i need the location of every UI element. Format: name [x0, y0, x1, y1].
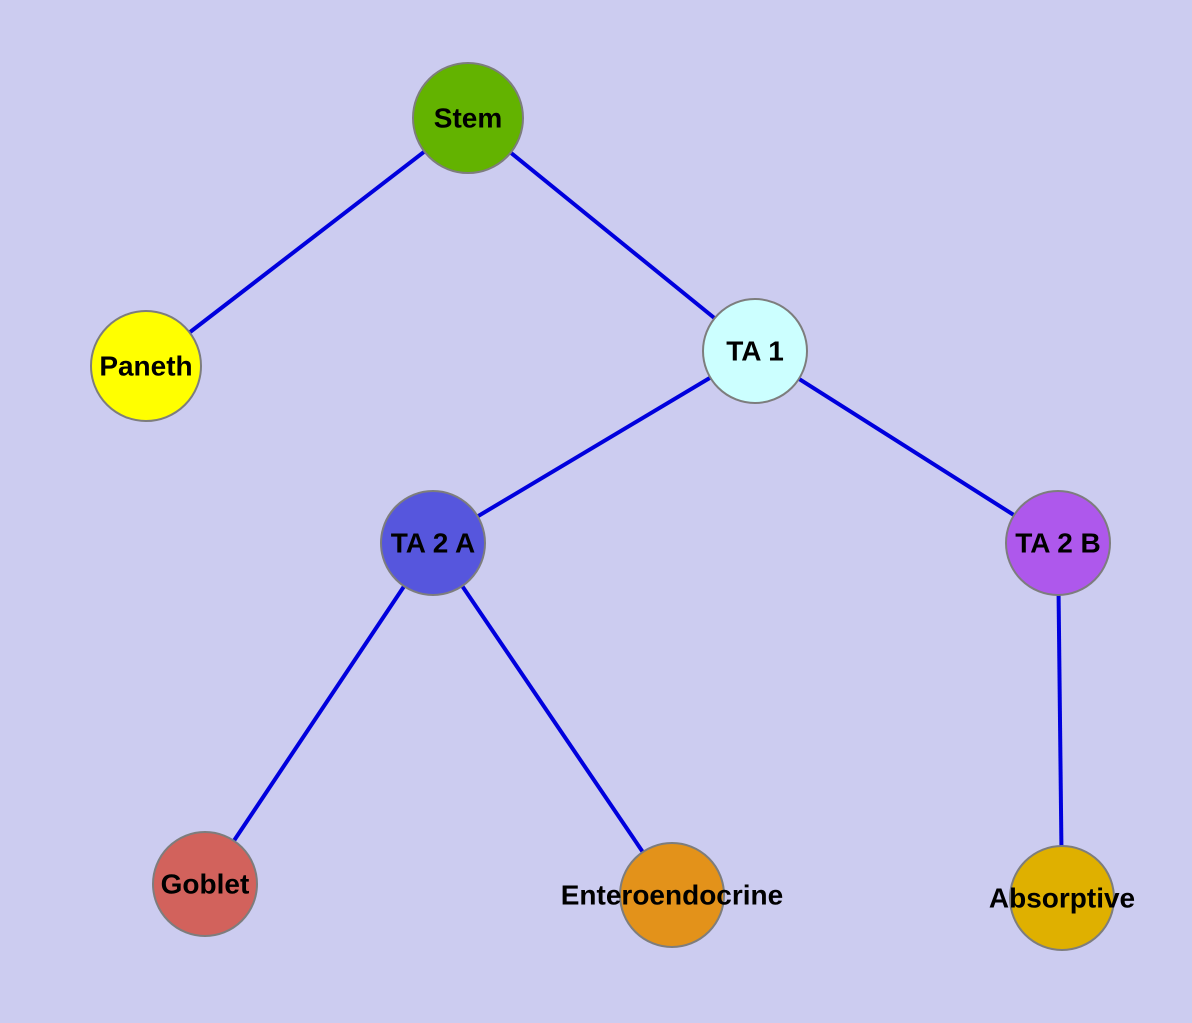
node-circle-ta-2-b[interactable] [1005, 490, 1111, 596]
node-circle-paneth[interactable] [90, 310, 202, 422]
edge-ta-2-b--absorptive [1056, 542, 1064, 899]
edge-ta-2-a--enteroendocrine [431, 541, 674, 897]
edge-ta-1--ta-2-a [431, 349, 757, 545]
node-circle-ta-1[interactable] [702, 298, 808, 404]
node-ta-2-a[interactable]: TA 2 A [380, 490, 486, 596]
edge-layer [144, 116, 1064, 899]
node-circle-absorptive[interactable] [1009, 845, 1115, 951]
node-paneth[interactable]: Paneth [90, 310, 202, 422]
node-ta-2-b[interactable]: TA 2 B [1005, 490, 1111, 596]
node-circle-ta-2-a[interactable] [380, 490, 486, 596]
node-circle-stem[interactable] [412, 62, 524, 174]
node-stem[interactable]: Stem [412, 62, 524, 174]
edge-ta-2-a--goblet [203, 541, 435, 886]
node-goblet[interactable]: Goblet [152, 831, 258, 937]
edge-stem--ta-1 [466, 116, 757, 353]
node-circle-enteroendocrine[interactable] [619, 842, 725, 948]
edge-ta-1--ta-2-b [753, 349, 1060, 545]
node-ta-1[interactable]: TA 1 [702, 298, 808, 404]
node-circle-goblet[interactable] [152, 831, 258, 937]
edge-stem--paneth [144, 116, 470, 368]
